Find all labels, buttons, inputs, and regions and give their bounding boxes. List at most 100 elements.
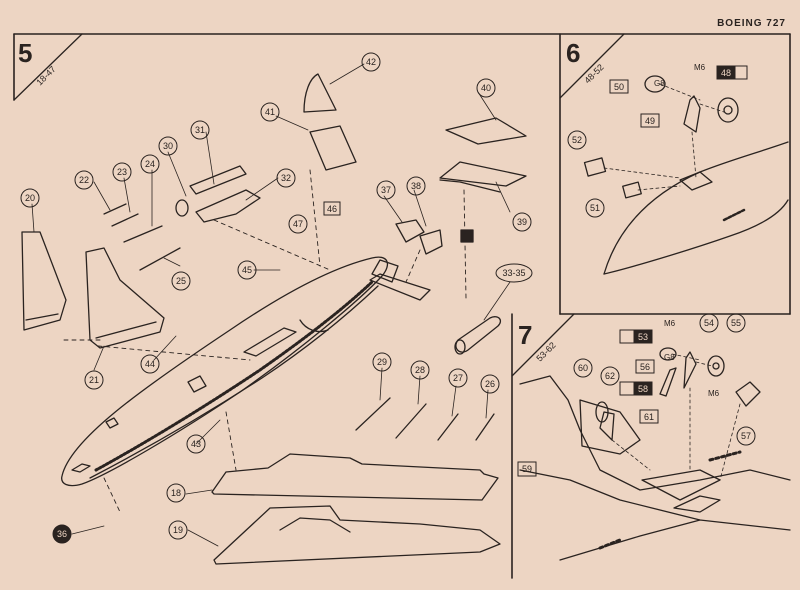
- callout-52: 52: [567, 130, 587, 150]
- step6-number: 6: [566, 38, 580, 68]
- svg-text:58: 58: [638, 384, 648, 394]
- svg-text:32: 32: [281, 173, 291, 183]
- wing-parts: [211, 453, 501, 565]
- callout-28: 28: [410, 360, 430, 380]
- callout-40: 40: [476, 78, 496, 98]
- svg-text:39: 39: [517, 217, 527, 227]
- callout-22: 22: [74, 170, 94, 190]
- callout-26: 26: [480, 374, 500, 394]
- part-codes: M6 G8 M6 G8 M6: [654, 63, 720, 398]
- callout-59: 59: [517, 461, 537, 477]
- svg-text:62: 62: [605, 371, 615, 381]
- callout-53: 53: [619, 329, 653, 344]
- svg-text:30: 30: [163, 141, 173, 151]
- svg-text:33-35: 33-35: [502, 268, 525, 278]
- callout-50: 50: [609, 79, 629, 94]
- callout-37: 37: [376, 180, 396, 200]
- callout-57: 57: [736, 426, 756, 446]
- svg-text:45: 45: [242, 265, 252, 275]
- svg-text:23: 23: [117, 167, 127, 177]
- svg-text:44: 44: [145, 359, 155, 369]
- svg-text:26: 26: [485, 379, 495, 389]
- code-m6-a: M6: [694, 63, 706, 72]
- svg-text:60: 60: [578, 363, 588, 373]
- svg-text:40: 40: [481, 83, 491, 93]
- svg-text:53: 53: [638, 332, 648, 342]
- callout-23: 23: [112, 162, 132, 182]
- callout-39: 39: [512, 212, 532, 232]
- callout-58: 58: [619, 381, 653, 396]
- svg-text:43: 43: [191, 439, 201, 449]
- svg-text:51: 51: [590, 203, 600, 213]
- svg-text:25: 25: [176, 276, 186, 286]
- svg-text:19: 19: [173, 525, 183, 535]
- svg-text:57: 57: [741, 431, 751, 441]
- step7-drawing: [519, 347, 791, 561]
- callout-56: 56: [635, 359, 655, 374]
- step6-range: 48-52: [582, 62, 605, 85]
- step5-range: 18-47: [34, 64, 57, 87]
- code-g8-b: G8: [664, 353, 675, 362]
- callout-43: 43: [186, 434, 206, 454]
- callout-45: 45: [237, 260, 257, 280]
- step7-number: 7: [518, 320, 532, 350]
- svg-text:42: 42: [366, 57, 376, 67]
- svg-text:29: 29: [377, 357, 387, 367]
- callout-62: 62: [600, 366, 620, 386]
- fuselage-drawing: [61, 256, 502, 487]
- code-g8-a: G8: [654, 79, 665, 88]
- step-frames: [13, 33, 791, 579]
- svg-text:61: 61: [644, 412, 654, 422]
- callout-60: 60: [573, 358, 593, 378]
- callout-33-35: 33-35: [495, 263, 533, 283]
- svg-text:41: 41: [265, 107, 275, 117]
- svg-text:18: 18: [171, 488, 181, 498]
- callout-44: 44: [140, 354, 160, 374]
- callout-31: 31: [190, 120, 210, 140]
- small-parts: [103, 203, 495, 441]
- callout-32: 32: [276, 168, 296, 188]
- svg-text:38: 38: [411, 181, 421, 191]
- svg-text:20: 20: [25, 193, 35, 203]
- callout-30: 30: [158, 136, 178, 156]
- svg-text:50: 50: [614, 82, 624, 92]
- step7-range: 53-62: [534, 340, 557, 363]
- callout-48: 48: [716, 65, 748, 80]
- callout-49: 49: [640, 113, 660, 128]
- svg-text:55: 55: [731, 318, 741, 328]
- callout-46: 46: [323, 201, 341, 216]
- callout-20: 20: [20, 188, 40, 208]
- step6-drawing: [583, 75, 789, 275]
- svg-text:27: 27: [453, 373, 463, 383]
- tail-parts: [303, 73, 527, 193]
- svg-text:56: 56: [640, 362, 650, 372]
- svg-text:28: 28: [415, 365, 425, 375]
- callout-61: 61: [639, 409, 659, 424]
- svg-text:47: 47: [293, 219, 303, 229]
- callout-42: 42: [361, 52, 381, 72]
- sheet-title: BOEING 727: [717, 18, 786, 29]
- vertical-tail-parts: [21, 231, 165, 349]
- callout-54: 54: [699, 313, 719, 333]
- callout-circles: 18 19 20 21 22 23 24 25 26 27 28 29 30 3…: [20, 52, 756, 544]
- svg-text:46: 46: [327, 204, 337, 214]
- callout-29: 29: [372, 352, 392, 372]
- svg-text:36: 36: [57, 529, 67, 539]
- callout-38: 38: [406, 176, 426, 196]
- code-m6-c: M6: [708, 389, 720, 398]
- callout-18: 18: [166, 483, 186, 503]
- svg-text:22: 22: [79, 175, 89, 185]
- svg-text:37: 37: [381, 185, 391, 195]
- callout-55: 55: [726, 313, 746, 333]
- callout-25: 25: [171, 271, 191, 291]
- svg-text:49: 49: [645, 116, 655, 126]
- callout-21: 21: [84, 370, 104, 390]
- svg-text:21: 21: [89, 375, 99, 385]
- callout-41: 41: [260, 102, 280, 122]
- svg-text:48: 48: [721, 68, 731, 78]
- callout-47: 47: [288, 214, 308, 234]
- callout-36: 36: [52, 524, 72, 544]
- svg-text:54: 54: [704, 318, 714, 328]
